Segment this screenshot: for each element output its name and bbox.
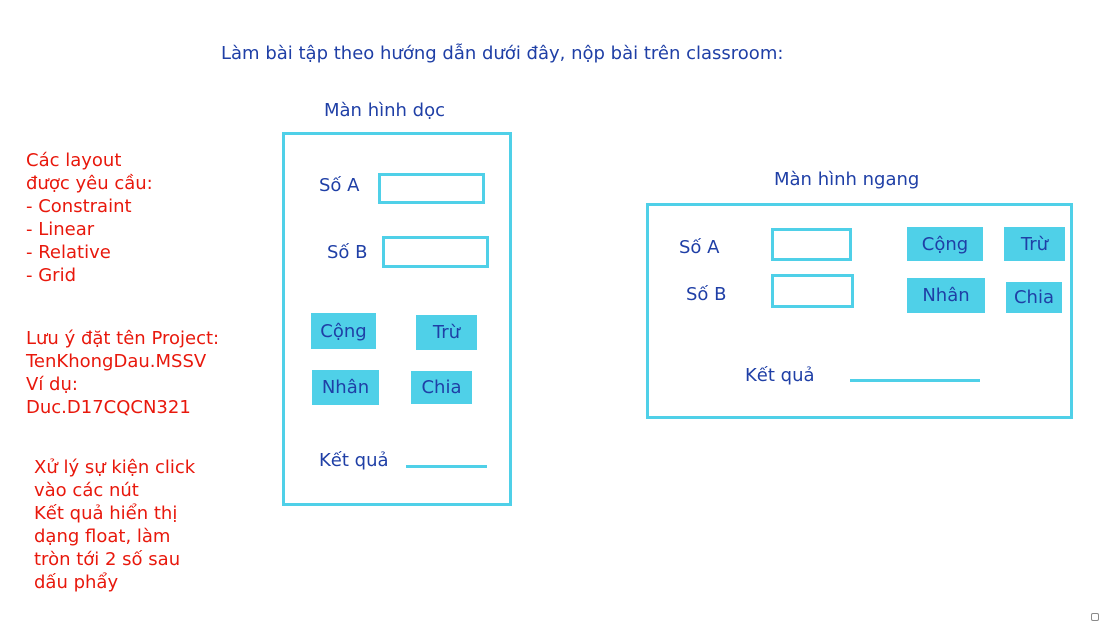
click-event-note: Xử lý sự kiện click vào các nút Kết quả … bbox=[34, 457, 196, 593]
portrait-input-b[interactable] bbox=[382, 236, 489, 268]
landscape-label-a: Số A bbox=[679, 237, 720, 258]
landscape-screen-frame bbox=[646, 203, 1073, 419]
portrait-input-a[interactable] bbox=[378, 173, 485, 204]
landscape-add-button[interactable]: Cộng bbox=[907, 227, 983, 261]
corner-icon bbox=[1091, 613, 1099, 621]
slide-title: Làm bài tập theo hướng dẫn dưới đây, nộp… bbox=[221, 43, 784, 64]
portrait-result-label: Kết quả bbox=[319, 450, 389, 471]
landscape-result-line bbox=[850, 379, 980, 382]
portrait-multiply-button[interactable]: Nhân bbox=[312, 370, 379, 405]
portrait-add-button[interactable]: Cộng bbox=[311, 313, 376, 349]
landscape-result-label: Kết quả bbox=[745, 365, 815, 386]
landscape-input-b[interactable] bbox=[771, 274, 854, 308]
landscape-label-b: Số B bbox=[686, 284, 727, 305]
landscape-multiply-button[interactable]: Nhân bbox=[907, 278, 985, 313]
portrait-heading: Màn hình dọc bbox=[324, 100, 445, 121]
project-naming-note: Lưu ý đặt tên Project: TenKhongDau.MSSV … bbox=[26, 328, 220, 418]
landscape-divide-button[interactable]: Chia bbox=[1006, 282, 1062, 313]
layout-requirements-note: Các layout được yêu cầu: - Constraint - … bbox=[26, 150, 153, 286]
portrait-divide-button[interactable]: Chia bbox=[411, 371, 472, 404]
landscape-input-a[interactable] bbox=[771, 228, 852, 261]
portrait-label-a: Số A bbox=[319, 175, 360, 196]
portrait-label-b: Số B bbox=[327, 242, 368, 263]
portrait-subtract-button[interactable]: Trừ bbox=[416, 315, 477, 350]
landscape-subtract-button[interactable]: Trừ bbox=[1004, 227, 1065, 261]
portrait-result-line bbox=[406, 465, 487, 468]
landscape-heading: Màn hình ngang bbox=[774, 169, 920, 190]
